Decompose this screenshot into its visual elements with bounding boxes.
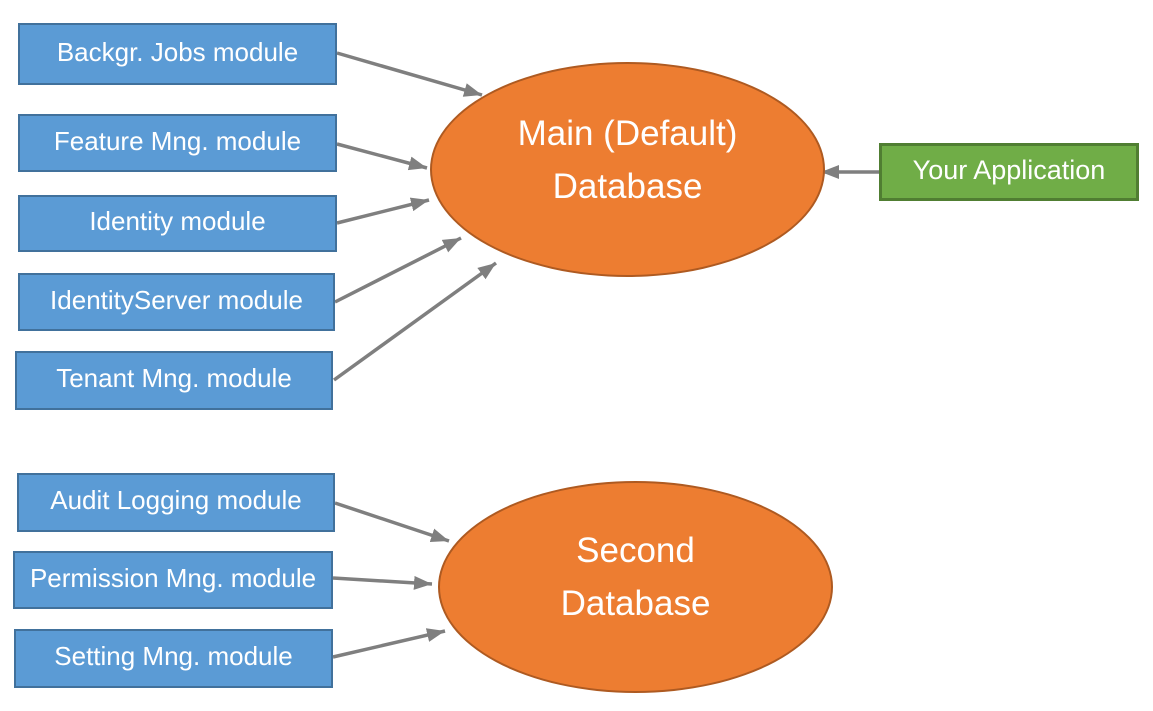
module-label: Setting Mng. module	[54, 641, 293, 671]
main-database-label-line1: Main (Default)	[517, 113, 738, 153]
your-application-box: Your Application	[879, 143, 1139, 201]
arrow-backgr-jobs-to-main-db	[336, 51, 483, 97]
module-label: Tenant Mng. module	[56, 363, 292, 393]
second-database-ellipse: Second Database	[438, 481, 833, 693]
module-label: Feature Mng. module	[53, 125, 302, 156]
arrow-feature-mng-to-main-db	[336, 142, 428, 171]
module-box-audit-logging: Audit Logging module	[17, 473, 335, 532]
module-label: Permission Mng. module	[29, 562, 317, 593]
module-box-identity: Identity module	[18, 195, 337, 252]
module-box-feature-mng: Feature Mng. module	[18, 114, 337, 172]
main-database-label-line2: Database	[552, 166, 703, 206]
arrow-tenant-mng-to-main-db	[332, 261, 498, 382]
module-label: Identity module	[89, 206, 266, 236]
second-database-label-line2: Database	[560, 584, 711, 623]
main-database-ellipse: Main (Default) Database	[430, 62, 825, 277]
module-label: Audit Logging module	[50, 485, 302, 515]
module-box-tenant-mng: Tenant Mng. module	[15, 351, 333, 410]
second-database-label-line1: Second	[576, 531, 695, 570]
module-box-permission-mng: Permission Mng. module	[13, 551, 333, 609]
arrow-setting-mng-to-second-db	[332, 628, 446, 659]
arrow-permission-mng-to-second-db	[332, 575, 433, 590]
arrow-identity-to-main-db	[336, 197, 430, 225]
module-box-identityserver: IdentityServer module	[18, 273, 335, 331]
module-box-backgr-jobs: Backgr. Jobs module	[18, 23, 337, 85]
module-box-setting-mng: Setting Mng. module	[14, 629, 333, 688]
module-label: Backgr. Jobs module	[56, 36, 299, 67]
arrow-identityserver-to-main-db	[334, 236, 462, 304]
your-application-label: Your Application	[912, 154, 1106, 185]
arrow-audit-logging-to-second-db	[334, 501, 450, 543]
module-label: IdentityServer module	[50, 284, 303, 315]
